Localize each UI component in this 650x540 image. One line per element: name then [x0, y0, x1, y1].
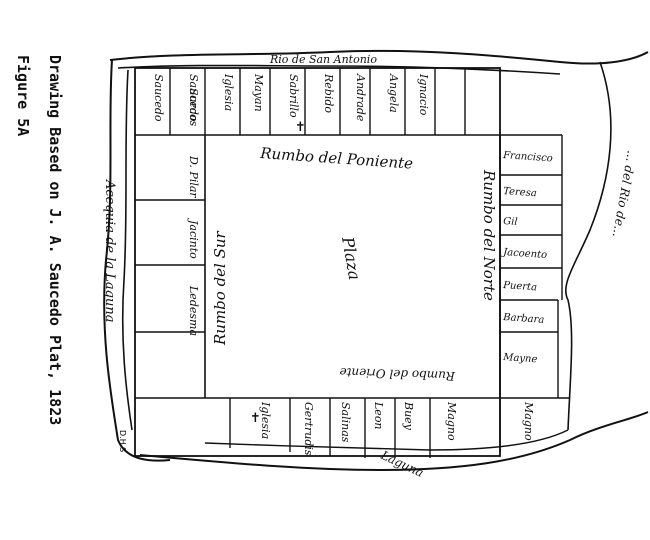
- bottom-lot-label: Leon: [372, 401, 385, 430]
- left-lot-label: Jacinto: [187, 218, 200, 259]
- acequia-label: Acequia de la Laguna: [102, 179, 117, 323]
- street-top-label: Rumbo del Poniente: [259, 144, 414, 173]
- top-lot-label: Saucedo: [152, 74, 165, 122]
- bottom-lot-label: Gertrudis: [302, 402, 315, 456]
- right-lot-label: Gil: [503, 216, 518, 228]
- left-lot-label: Surcos: [187, 88, 200, 127]
- right-bank: [565, 61, 612, 431]
- bottom-lot-label: Salinas: [339, 402, 352, 443]
- bank-label: ... del Rio de...: [610, 149, 639, 238]
- right-lot-label: Teresa: [503, 186, 537, 199]
- left-lot-label: Ledesma: [187, 285, 200, 336]
- caption-figure: Figure 5A: [14, 55, 32, 136]
- left-lot-label: D. Pilar: [187, 155, 200, 198]
- top-lot-label: Saucedo: [187, 74, 200, 122]
- bottom-lot-label: Buey: [402, 401, 415, 431]
- river-label: Rio de San Antonio: [269, 53, 377, 66]
- right-lot-dividers: [500, 135, 563, 398]
- plaza-label: Plaza: [338, 234, 364, 281]
- top-lot-label: Andrade: [354, 73, 367, 122]
- right-lot-label: Jacoento: [501, 247, 548, 261]
- street-right-label: Rumbo del Norte: [480, 169, 498, 301]
- left-lot-dividers: [135, 134, 205, 333]
- bottom-lot-dividers: [229, 398, 501, 458]
- top-lot-label: Sabrillo: [287, 74, 300, 118]
- right-lot-label: Puerta: [502, 280, 538, 293]
- top-lot-label: Rebido: [322, 73, 335, 113]
- acequia-bank-inner: [121, 69, 133, 431]
- bottom-lot-label: Magno: [522, 401, 535, 441]
- top-lot-label: Angela: [387, 73, 400, 113]
- right-lot-labels: FranciscoTeresaGilJacoentoPuertaBarbaraM…: [501, 150, 553, 365]
- bottom-lot-labels: Iglesia Gertrudis Salinas Leon Buey Magno Magn…: [259, 401, 535, 456]
- laguna-line-upper: [204, 429, 569, 451]
- initials-mark: D.H.S: [118, 430, 127, 452]
- bottom-lot-label: Magno: [445, 401, 458, 441]
- top-lot-dividers: [169, 68, 466, 135]
- street-bottom-label: Rumbo del Oriente: [339, 365, 456, 383]
- right-lot-label: Mayne: [502, 352, 538, 365]
- caption-title: Drawing Based on J. A. Saucedo Plat, 182…: [46, 55, 64, 425]
- right-lot-label: Francisco: [502, 150, 553, 165]
- top-lot-label: Iglesia: [222, 73, 235, 111]
- right-lot-label: Barbara: [502, 312, 545, 326]
- top-lot-label: Mayan: [252, 73, 265, 112]
- top-lot-labels: Saucedo Saucedo Iglesia Mayan Sabrillo Rebido…: [152, 73, 430, 122]
- church-cross-bottom: ✝: [250, 411, 261, 426]
- river-bank-outer: [109, 49, 649, 65]
- street-left-label: Rumbo del Sur: [211, 230, 229, 346]
- laguna-line-lower: [139, 411, 649, 472]
- river-bank-inner: [117, 64, 561, 75]
- laguna-label: Laguna: [378, 448, 426, 480]
- bottom-lot-label: Iglesia: [259, 401, 272, 439]
- church-cross-top: ✝: [295, 120, 306, 135]
- top-lot-label: Ignacio: [417, 73, 430, 116]
- acequia-bank-outer: [103, 59, 171, 462]
